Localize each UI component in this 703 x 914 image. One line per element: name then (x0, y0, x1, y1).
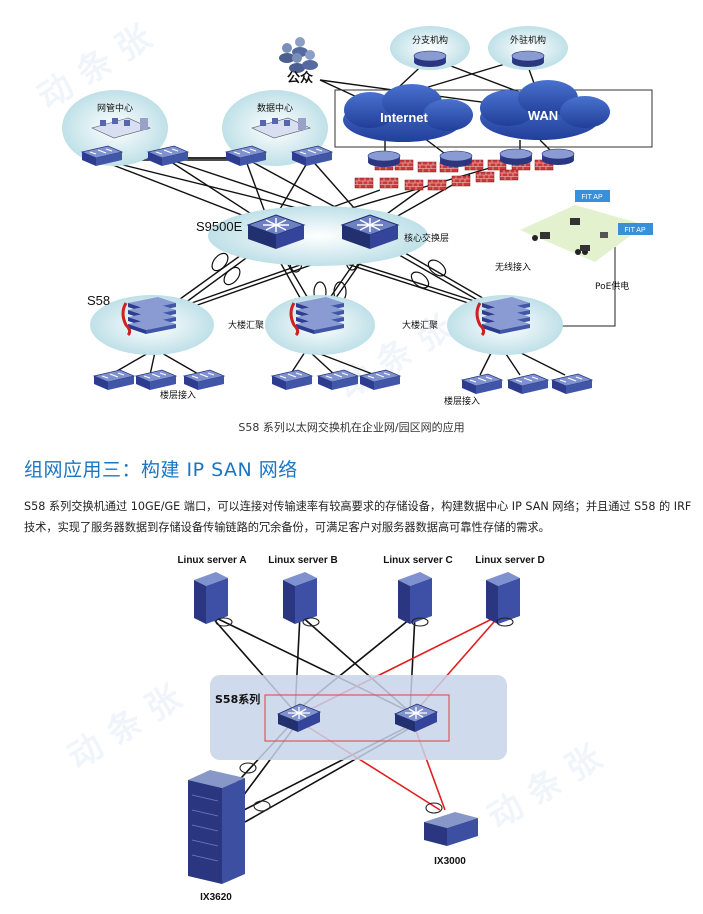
ix3620-storage-icon (188, 770, 245, 884)
s58-label: S58 (87, 293, 110, 308)
access-switch-icon (183, 369, 225, 391)
server-b-label: Linux server B (268, 555, 337, 566)
s9500e-label: S9500E (196, 219, 243, 234)
server-c-label: Linux server C (383, 555, 452, 566)
dc-servers-icon (251, 117, 311, 139)
server-a-label: Linux server A (177, 555, 246, 566)
public-users-icon (279, 37, 318, 73)
access-switch-icon (461, 373, 503, 395)
ip-san-diagram: Linux server A Linux server B Linux serv… (177, 555, 544, 903)
fitap2-label: FIT AP (624, 227, 646, 234)
campus-network-diagram: 公众 分支机构 外驻机构 Internet WAN 网管中心 数据中心 S950… (62, 26, 653, 407)
agg2-label: 大楼汇聚 (402, 319, 438, 331)
nms-servers-icon (91, 117, 151, 139)
edge-router-icon (367, 150, 401, 168)
office-halo (488, 26, 568, 70)
section-heading: 组网应用三：构建 IP SAN 网络 (24, 459, 298, 481)
fitap2-badge (618, 223, 653, 235)
nms-label: 网管中心 (97, 102, 133, 114)
access-switch-icon (93, 369, 135, 391)
wan-cloud (480, 80, 610, 140)
server-a-icon (194, 572, 228, 624)
ix3000-storage-icon (424, 812, 478, 846)
server-b-icon (283, 572, 317, 624)
access-switch-icon (551, 373, 593, 395)
access-switch-icon (317, 369, 359, 391)
figure-caption: S58 系列以太网交换机在企业网/园区网的应用 (238, 421, 465, 434)
poe-label: PoE供电 (595, 280, 629, 292)
section-paragraph: S58 系列交换机通过 10GE/GE 端口，可以连接对传输速率有较高要求的存储… (24, 500, 692, 534)
wireless-users-icon (532, 218, 608, 255)
office-label: 外驻机构 (510, 34, 546, 46)
access-switch-icon (271, 369, 313, 391)
s58-series-label: S58系列 (215, 692, 260, 706)
ix3000-label: IX3000 (434, 856, 466, 867)
branch-router-icon (413, 50, 447, 68)
edge-router-icon (541, 148, 575, 166)
wireless-area (520, 205, 645, 262)
access-switch-icon (359, 369, 401, 391)
edge-router-icon (439, 150, 473, 168)
irf-box (264, 694, 450, 742)
internet-label: Internet (380, 110, 428, 125)
access-switch-icon (135, 369, 177, 391)
public-label: 公众 (287, 70, 313, 86)
office-router-icon (511, 50, 545, 68)
wan-box (334, 89, 653, 148)
branch-label: 分支机构 (412, 34, 448, 46)
internet-cloud (343, 84, 473, 142)
access1-label: 楼层接入 (160, 389, 196, 401)
access-switch-icon (507, 373, 549, 395)
wan-label: WAN (528, 108, 558, 123)
edge-router-icon (499, 148, 533, 166)
server-d-icon (486, 572, 520, 624)
ix3620-label: IX3620 (200, 892, 232, 903)
branch-halo (390, 26, 470, 70)
core-label: 核心交换层 (404, 232, 449, 244)
server-d-label: Linux server D (475, 555, 544, 566)
dc-label: 数据中心 (257, 102, 293, 114)
access2-label: 楼层接入 (444, 395, 480, 407)
s58-series-band (210, 675, 507, 760)
agg1-label: 大楼汇聚 (228, 319, 264, 331)
wireless-label: 无线接入 (495, 261, 531, 273)
fitap1-badge (575, 190, 610, 202)
fitap1-label: FIT AP (581, 194, 603, 201)
server-c-icon (398, 572, 432, 624)
